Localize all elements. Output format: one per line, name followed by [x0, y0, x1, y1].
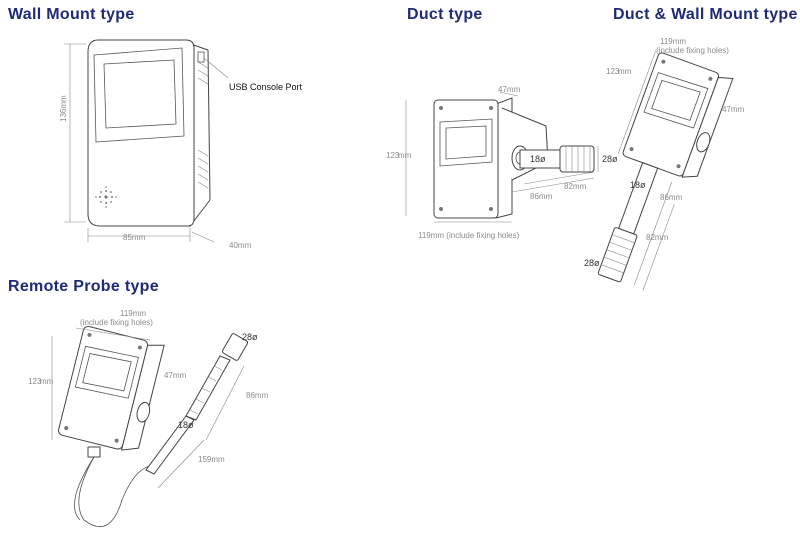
wall-width-dim: 85mm [123, 233, 146, 242]
dw-side-dim: 47mm [722, 105, 745, 114]
remote-probe-device [51, 326, 249, 528]
duct-height-dim-b: mm [398, 151, 412, 160]
remote-probe-dia: 18ø [178, 420, 194, 430]
duct-device [405, 91, 599, 223]
dw-end-dia: 28ø [584, 258, 600, 268]
remote-len-b: 159mm [198, 455, 225, 464]
wall-mount-title: Wall Mount type [8, 6, 135, 23]
remote-len-a: 86mm [246, 391, 269, 400]
dw-height-a: 123 [606, 67, 620, 76]
usb-port-icon [197, 51, 205, 63]
remote-width-note: (include fixing holes) [80, 318, 153, 327]
remote-width-dim: 119mm [120, 309, 146, 318]
wall-mount-device [64, 39, 229, 243]
dw-height-b: mm [618, 67, 632, 76]
dw-width-note: (include fixing holes) [656, 46, 729, 55]
dw-len-a: 86mm [660, 193, 683, 202]
wall-height-dim: 136mm [59, 95, 68, 122]
remote-side-dim: 47mm [164, 371, 187, 380]
speaker-icon [95, 186, 117, 208]
dw-len-b: 82mm [646, 233, 669, 242]
duct-probe-dia: 18ø [530, 154, 546, 164]
duct-len-a: 82mm [564, 182, 587, 191]
duct-top-dim: 47mm [498, 85, 521, 94]
remote-height-b: mm [40, 377, 54, 386]
dw-width-dim: 119mm [660, 37, 686, 46]
dw-probe-dia: 18ø [630, 180, 646, 190]
duct-height-dim-a: 123 [386, 151, 400, 160]
duct-wall-title: Duct & Wall Mount type [613, 6, 798, 23]
duct-title: Duct type [407, 6, 483, 23]
duct-probe-end-dia: 28ø [602, 154, 618, 164]
duct-len-b: 86mm [530, 192, 553, 201]
remote-probe-title: Remote Probe type [8, 278, 159, 295]
usb-console-label: USB Console Port [229, 82, 303, 92]
duct-width-dim: 119mm (include fixing holes) [418, 231, 520, 240]
remote-end-dia: 28ø [242, 332, 258, 342]
duct-wall-device [597, 50, 734, 291]
wall-depth-dim: 40mm [229, 241, 252, 250]
remote-height-a: 123 [28, 377, 42, 386]
